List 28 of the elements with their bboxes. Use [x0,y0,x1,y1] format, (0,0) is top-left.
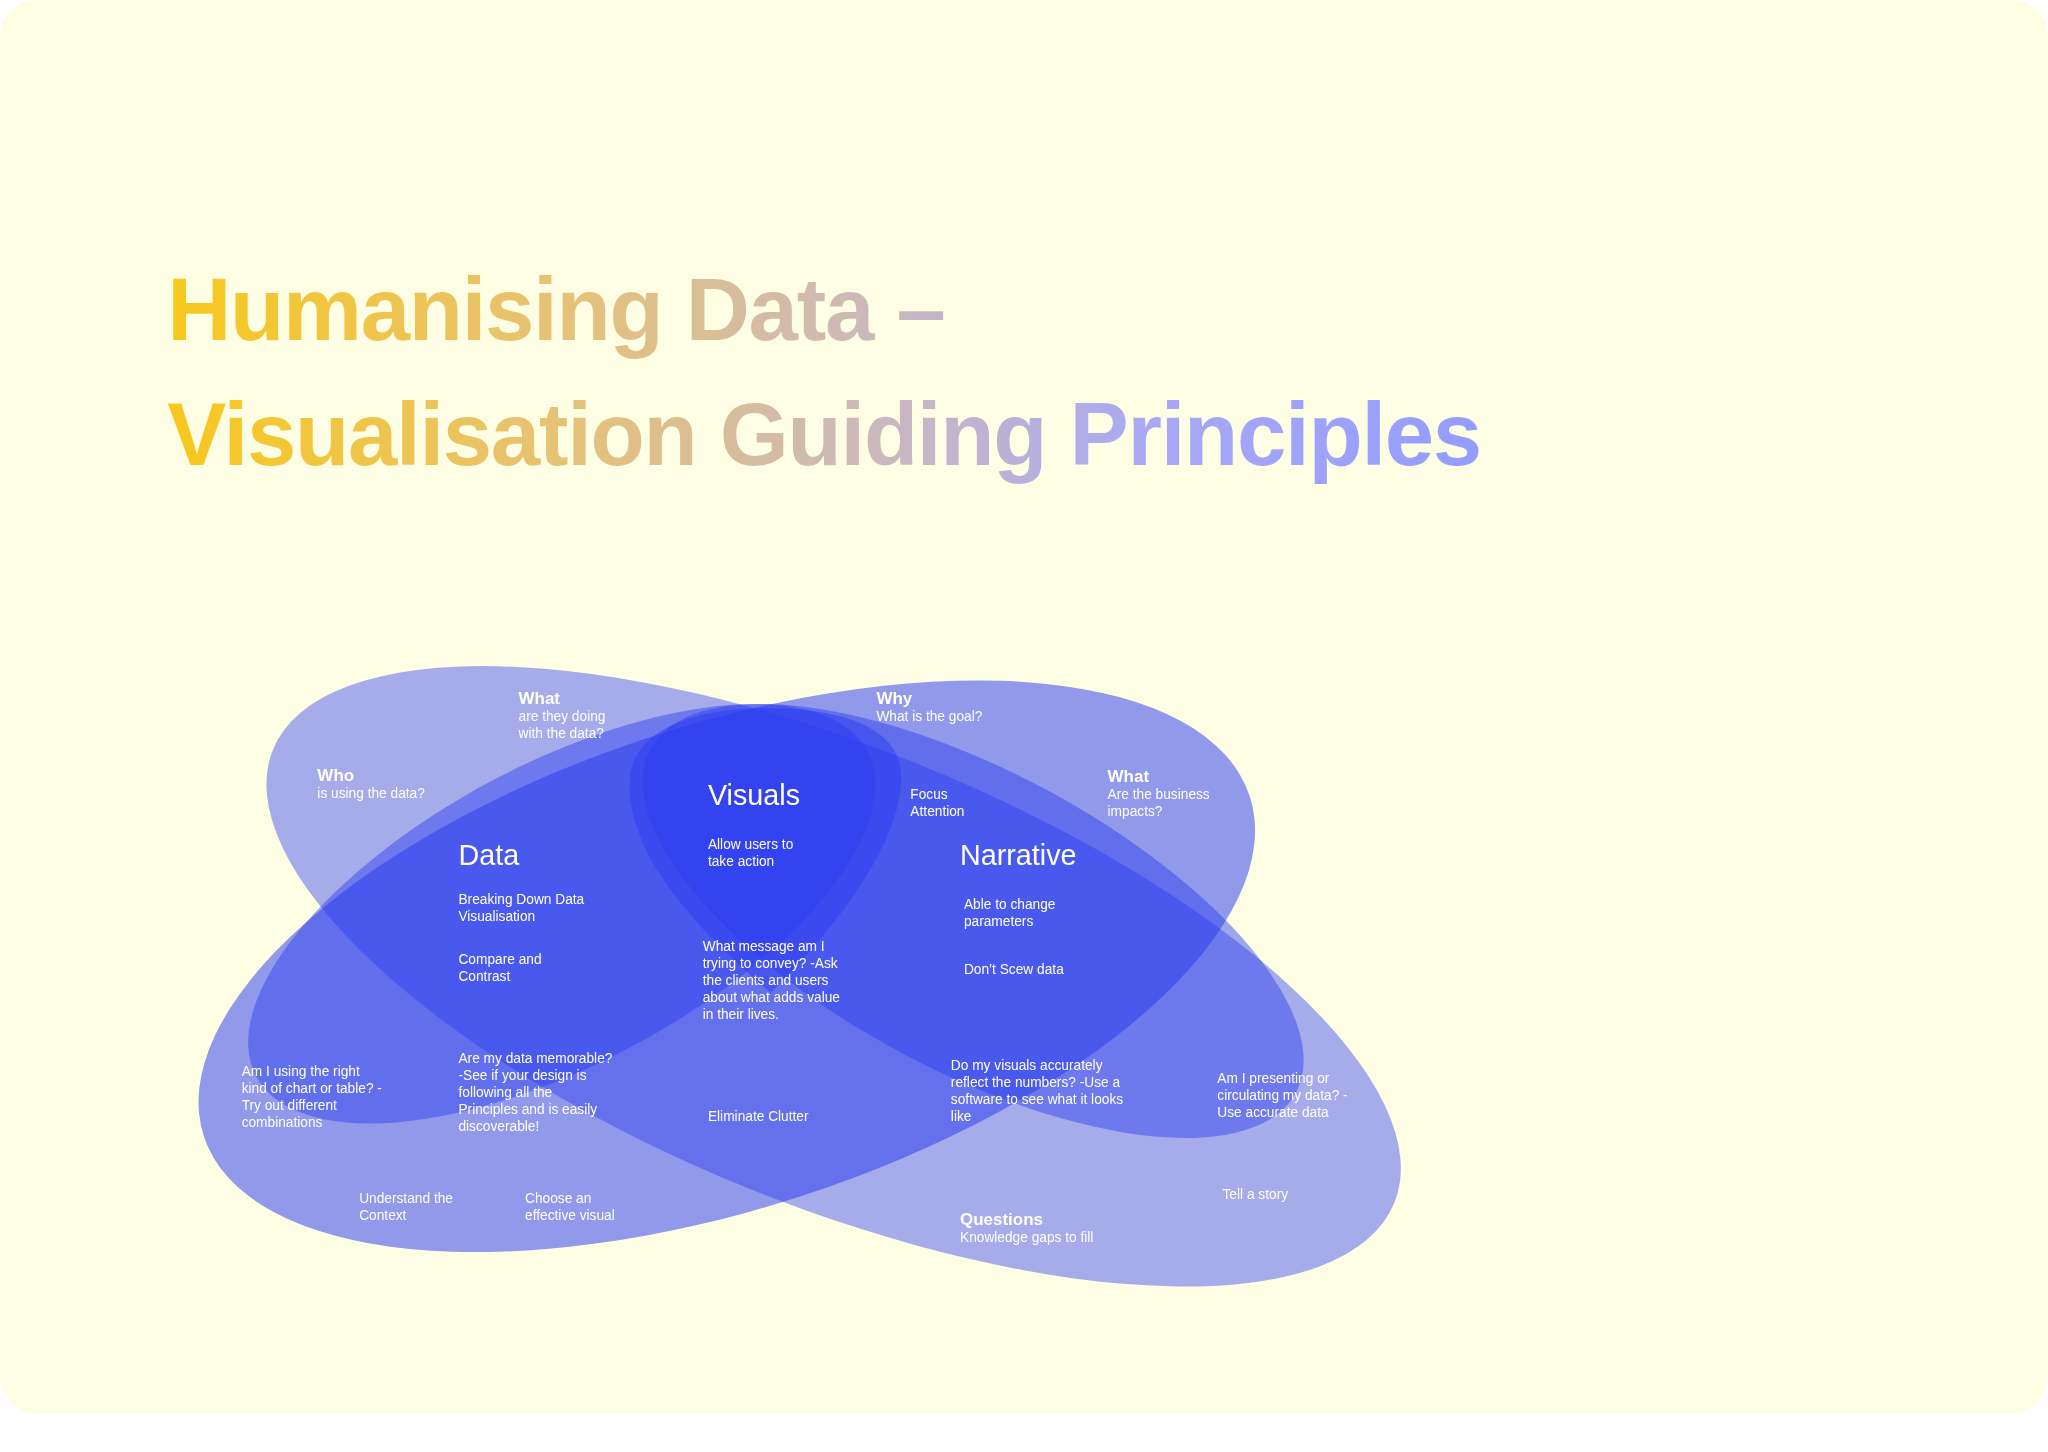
note-text: Breaking Down Data Visualisation [458,890,586,925]
note-text: Am I presenting or circulating my data? -Use accurate data [1217,1069,1349,1121]
note-text: Compare and Contrast [458,950,543,985]
note-text: Knowledge gaps to fill [960,1229,1095,1246]
note-text: Choose an effective visual [525,1189,616,1224]
note-text: What message am I trying to convey? -Ask the clients and users about what adds value in their lives. [702,937,841,1023]
question-heading: Who [317,765,355,785]
note-text: Allow users to take action [707,835,795,870]
circle-title: Narrative [960,838,1077,873]
note-text: Are my data memorable? -See if your design is following all the Principles and is easily discoverable! [458,1050,614,1135]
note-text: Are the business impacts? [1107,786,1211,821]
note-text: Focus Attention [910,786,966,821]
note-text: are they doing with the data? [518,707,607,742]
circle-title: Data [458,838,520,873]
note-text: Able to change parameters [963,896,1057,930]
note-text: Understand the Context [359,1189,454,1224]
note-text: Am I using the right kind of chart or table? -Try out different combinations [241,1063,383,1132]
note-text: What is the goal? [876,707,984,725]
circle-title: Visuals [707,778,801,813]
question-heading: Why [876,688,913,708]
note-text: Don’t Scew data [963,961,1065,979]
note-text: Eliminate Clutter [707,1107,810,1125]
question-heading: Questions [960,1209,1043,1230]
question-heading: What [1107,766,1150,787]
note-text: Tell a story [1222,1185,1290,1203]
question-heading: What [518,688,560,708]
note-text: is using the data? [317,784,426,802]
note-text: Do my visuals accurately reflect the numbers? -Use a software to see what it looks like [950,1056,1125,1125]
